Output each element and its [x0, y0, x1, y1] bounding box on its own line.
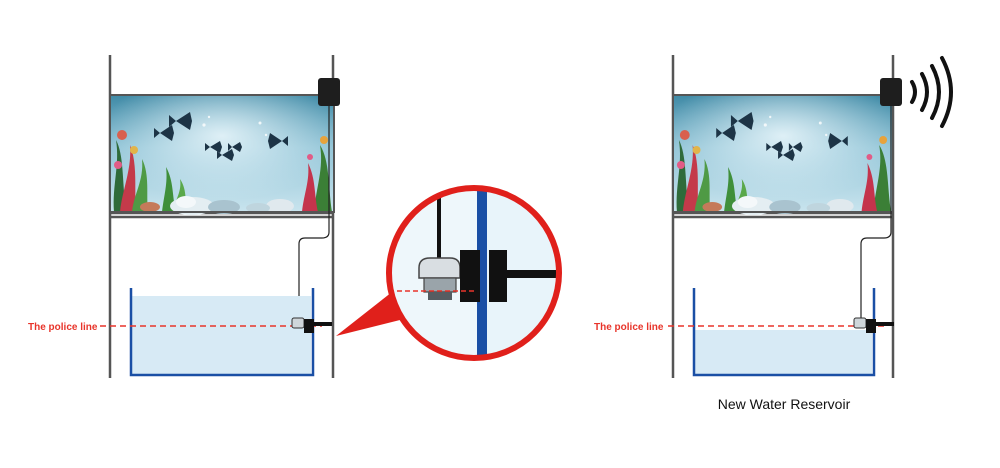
wifi-signal-icon [910, 56, 953, 128]
tank-frame [109, 94, 335, 213]
reservoir-water [695, 330, 872, 374]
reservoir-caption: New Water Reservoir [718, 396, 851, 412]
sensor-icon [853, 317, 894, 333]
aquarium-tank [110, 95, 334, 215]
police-line-label: The police line [594, 322, 664, 333]
police-line-label: The police line [28, 322, 98, 333]
aquarium-tank [673, 95, 893, 215]
sensor-icon [291, 317, 332, 333]
sensor-cable [298, 106, 330, 322]
magnifier-pointer [336, 292, 400, 336]
magnifier-icon [386, 185, 562, 361]
sensor-cable [860, 106, 892, 322]
left-setup: The police line [28, 55, 400, 378]
right-setup: The police line New Water Reservoir [594, 55, 953, 412]
pump-unit [880, 78, 902, 106]
tank-frame [672, 94, 894, 213]
reservoir-water [132, 296, 311, 374]
pump-unit [318, 78, 340, 106]
